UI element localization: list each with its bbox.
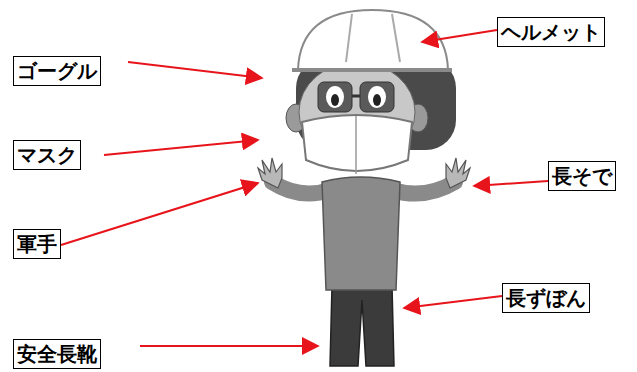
label-box: 長ずぼん [502,283,590,313]
label-box: マスク [13,140,81,170]
helmet [298,10,448,70]
right-arm [392,182,455,194]
label-box: ゴーグル [13,56,101,86]
mask-seam [355,116,357,174]
label-box: 長そで [548,161,616,191]
leader-arrow [140,345,318,347]
helmet-brim [292,68,452,72]
part-label: 安全長靴 [17,341,97,367]
part-label: ゴーグル [17,58,97,84]
long-sleeve-shirt [322,177,400,290]
part-label: 長ずぼん [506,285,586,311]
helmet-rib [346,14,400,62]
left-arm [272,182,330,194]
leader-arrow [104,140,258,155]
face-mask [302,115,412,171]
leader-arrow [474,181,548,186]
part-label: 軍手 [17,231,57,257]
part-label: ヘルメット [501,19,601,45]
leader-arrows [61,30,548,346]
leader-arrow [61,183,258,245]
leader-arrow [404,296,502,308]
label-box: ヘルメット [497,17,605,47]
leader-arrow [128,62,262,78]
part-label: マスク [17,142,77,168]
goggles [318,82,394,112]
label-box: 安全長靴 [13,339,101,369]
label-box: 軍手 [13,229,61,259]
leader-arrow [422,30,497,42]
part-label: 長そで [552,163,612,189]
long-pants [330,286,394,366]
